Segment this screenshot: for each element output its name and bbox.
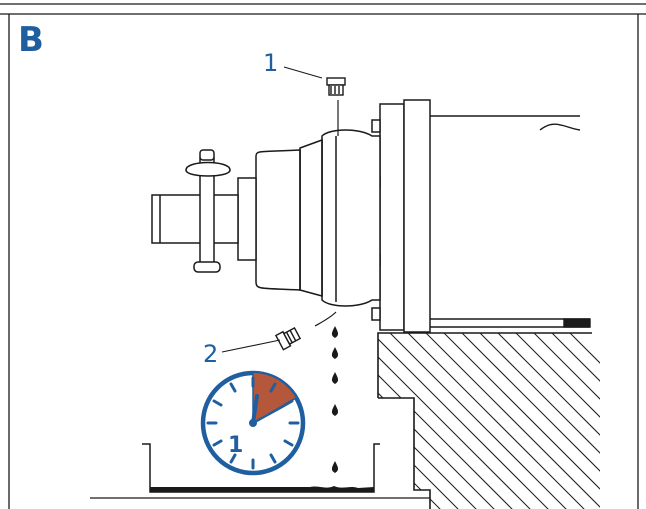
callout-1-number: 1	[263, 49, 279, 77]
oil-drop-icon	[331, 404, 339, 416]
gearbox-flange	[371, 99, 431, 333]
pipe-plug-icon	[326, 77, 346, 96]
support-block	[377, 332, 600, 509]
pipe-plug-icon	[274, 326, 302, 351]
panel-label: B	[18, 20, 44, 60]
oil-drop-icon	[331, 461, 339, 473]
oil-drip	[331, 326, 339, 473]
callout-2-number: 2	[203, 340, 219, 368]
callout-1-leader	[283, 66, 323, 79]
drive-shaft	[151, 149, 239, 273]
page-frame	[0, 3, 646, 509]
oil-drop-icon	[331, 372, 339, 384]
timer-duration-label: 1	[228, 433, 244, 458]
oil-drop-icon	[331, 326, 339, 338]
oil-drop-icon	[331, 347, 339, 359]
oil-drip-tray	[90, 443, 430, 499]
callout-2-leader	[221, 339, 281, 353]
drain-outlet-line	[314, 311, 337, 327]
clock-timer-icon	[200, 370, 306, 476]
mounting-rail	[430, 115, 591, 328]
gearbox-housing	[237, 129, 381, 307]
